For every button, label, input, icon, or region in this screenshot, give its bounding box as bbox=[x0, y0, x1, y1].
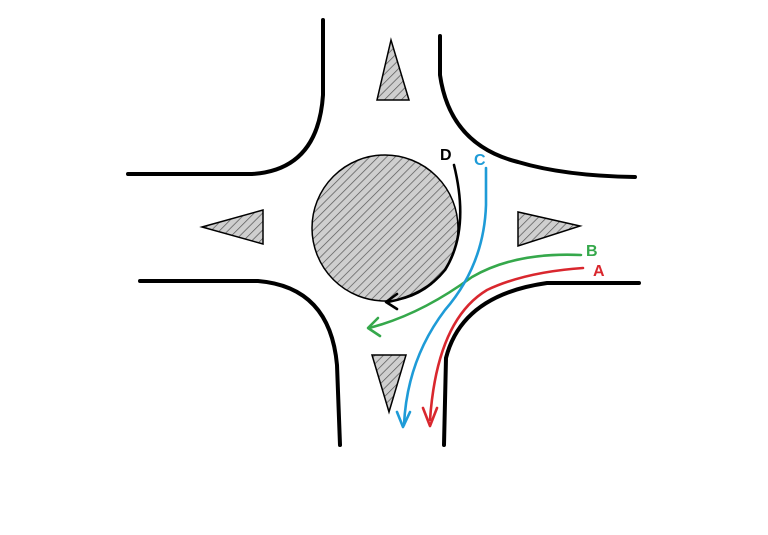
route-c-path bbox=[402, 166, 488, 427]
route-a-path bbox=[428, 266, 585, 422]
kerb-bottom-right bbox=[442, 281, 641, 447]
splitter-island-south bbox=[370, 354, 408, 415]
route-d-arrowhead bbox=[384, 292, 399, 311]
route-paths bbox=[366, 163, 585, 429]
route-c-label: C bbox=[474, 152, 486, 169]
splitter-island-east bbox=[517, 211, 583, 248]
splitter-island-west bbox=[199, 209, 264, 245]
route-a-label: A bbox=[593, 263, 605, 280]
route-b-path bbox=[367, 253, 583, 330]
kerb-bottom-left bbox=[138, 279, 342, 447]
kerb-top-left bbox=[126, 18, 325, 176]
route-d-path bbox=[386, 163, 462, 304]
splitter-island-north bbox=[376, 37, 411, 101]
route-a-arrowhead bbox=[421, 406, 439, 428]
kerb-top-right bbox=[438, 34, 637, 179]
route-b-label: B bbox=[586, 243, 598, 260]
route-c-arrowhead bbox=[395, 410, 412, 429]
route-b-arrowhead bbox=[366, 316, 382, 338]
central-island bbox=[311, 154, 459, 302]
route-d-label: D bbox=[440, 147, 452, 164]
